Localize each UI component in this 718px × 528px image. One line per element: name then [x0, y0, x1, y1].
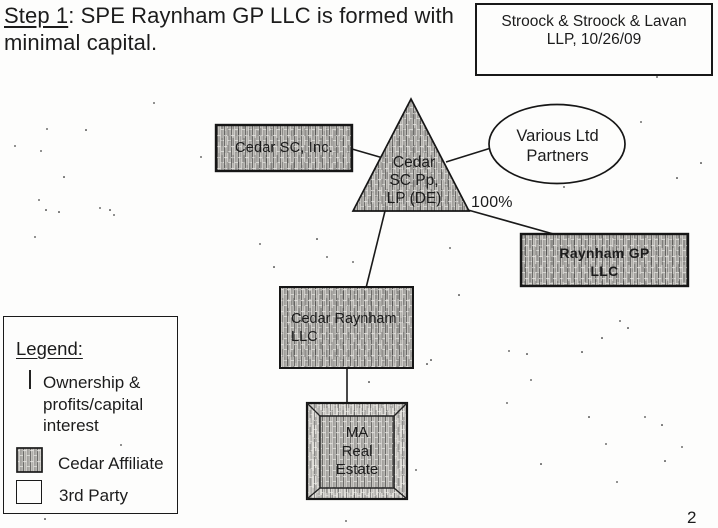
ma-line2: Real — [341, 442, 373, 460]
scan-speck — [700, 162, 702, 164]
scan-speck — [99, 207, 101, 209]
cedar-raynham-label: Cedar Raynham LLC — [280, 287, 413, 368]
scan-speck — [120, 444, 122, 446]
step-label: Step 1 — [4, 3, 69, 28]
scan-speck — [627, 327, 629, 329]
cedar-sc-lp-line2: SC Pp, — [389, 172, 439, 189]
node-cedar-sc-lp-triangle — [351, 97, 471, 212]
scan-speck — [616, 481, 618, 483]
cedar-raynham-line1: Cedar Raynham — [291, 310, 397, 327]
scan-speck — [109, 209, 111, 211]
firm-date: LLP, 10/26/09 — [546, 30, 642, 48]
scan-speck — [676, 177, 678, 179]
scan-speck — [605, 443, 607, 445]
title-rest: : SPE Raynham GP LLC is formed with mini… — [4, 3, 455, 55]
legend-third-party-label: 3rd Party — [59, 486, 128, 505]
node-various-ltd-partners-ellipse — [488, 103, 626, 185]
various-ltd-partners-label: Various Ltd Partners — [487, 127, 628, 166]
ma-line3: Estate — [335, 461, 379, 479]
scan-speck — [259, 243, 261, 245]
edge-triangle-raynhamgp — [467, 209, 558, 236]
legend-cedar-affiliate-label: Cedar Affiliate — [58, 454, 164, 473]
scan-speck — [640, 121, 642, 123]
cedar-sc-inc-label: Cedar SC, Inc. — [235, 140, 333, 156]
cedar-raynham-line2: LLC — [291, 328, 318, 345]
scan-speck — [85, 129, 87, 131]
raynham-gp-label: Raynham GP LLC — [521, 234, 688, 286]
scan-speck — [352, 261, 354, 263]
scan-speck — [656, 76, 658, 78]
scan-speck — [40, 150, 42, 152]
scan-speck — [644, 416, 646, 418]
firm-stamp-box: Stroock & Stroock & Lavan LLP, 10/26/09 — [475, 3, 713, 76]
scan-speck — [661, 424, 663, 426]
node-raynham-gp-box — [519, 232, 690, 288]
scan-speck — [415, 469, 417, 471]
scan-speck — [530, 379, 532, 381]
scan-speck — [601, 337, 603, 339]
scan-speck — [316, 238, 318, 240]
edge-triangle-cedarraynham — [365, 210, 386, 289]
cedar-sc-lp-label: Cedar SC Pp, LP (DE) — [354, 154, 474, 208]
ma-line1: MA — [345, 424, 369, 442]
scan-speck — [153, 102, 155, 104]
scan-speck — [588, 416, 590, 418]
page-number: 2 — [687, 508, 697, 527]
scan-speck — [619, 320, 621, 322]
scan-speck — [458, 294, 460, 296]
scan-speck — [540, 463, 542, 465]
scan-speck — [113, 214, 115, 216]
firm-name: Stroock & Stroock & Lavan — [501, 13, 687, 30]
scan-speck — [426, 363, 428, 365]
scan-speck — [345, 520, 347, 522]
node-cedar-sc-inc-box — [214, 123, 354, 173]
scan-speck — [34, 236, 36, 238]
scan-speck — [508, 350, 510, 352]
various-ltd-line2: Partners — [526, 146, 589, 165]
raynham-gp-line2: LLC — [590, 262, 619, 279]
cedar-sc-lp-line1: Cedar — [392, 154, 436, 171]
scan-speck — [664, 460, 666, 462]
scan-speck — [430, 359, 432, 361]
edge-cedarscinc-triangle — [351, 148, 384, 159]
scan-speck — [200, 156, 202, 158]
scan-speck — [273, 266, 275, 268]
ownership-percentage-label: 100% — [471, 194, 513, 211]
ownership-line-symbol — [29, 370, 31, 389]
scan-speck — [326, 256, 328, 258]
scan-speck — [38, 199, 40, 201]
cedar-sc-lp-line3: LP (DE) — [386, 190, 442, 207]
scan-speck — [506, 402, 508, 404]
scan-speck — [46, 128, 48, 130]
scan-speck — [58, 211, 60, 213]
scan-speck — [563, 186, 565, 188]
scan-speck — [581, 351, 583, 353]
page-title: Step 1: SPE Raynham GP LLC is formed wit… — [4, 2, 474, 56]
edge-triangle-variousltd — [445, 147, 492, 163]
scan-speck — [368, 381, 370, 383]
raynham-gp-line1: Raynham GP — [559, 244, 650, 261]
scan-speck — [45, 209, 47, 211]
node-cedar-raynham-box — [279, 286, 414, 369]
legend-title: Legend: — [16, 338, 83, 359]
scan-speck — [449, 247, 451, 249]
various-ltd-line1: Various Ltd — [516, 127, 599, 145]
node-ma-real-estate-box — [305, 401, 409, 501]
legend-ownership-label: Ownership & profits/capital interest — [43, 373, 144, 436]
scan-speck — [14, 145, 16, 147]
scan-speck — [526, 353, 528, 355]
legend-box: Legend: Ownership & profits/capital inte… — [3, 316, 178, 514]
cedar-affiliate-swatch — [16, 447, 43, 473]
ma-real-estate-label: MA Real Estate — [320, 416, 394, 488]
scan-speck — [44, 518, 46, 520]
scan-speck — [681, 446, 683, 448]
scan-speck — [63, 176, 65, 178]
third-party-swatch — [16, 480, 42, 504]
